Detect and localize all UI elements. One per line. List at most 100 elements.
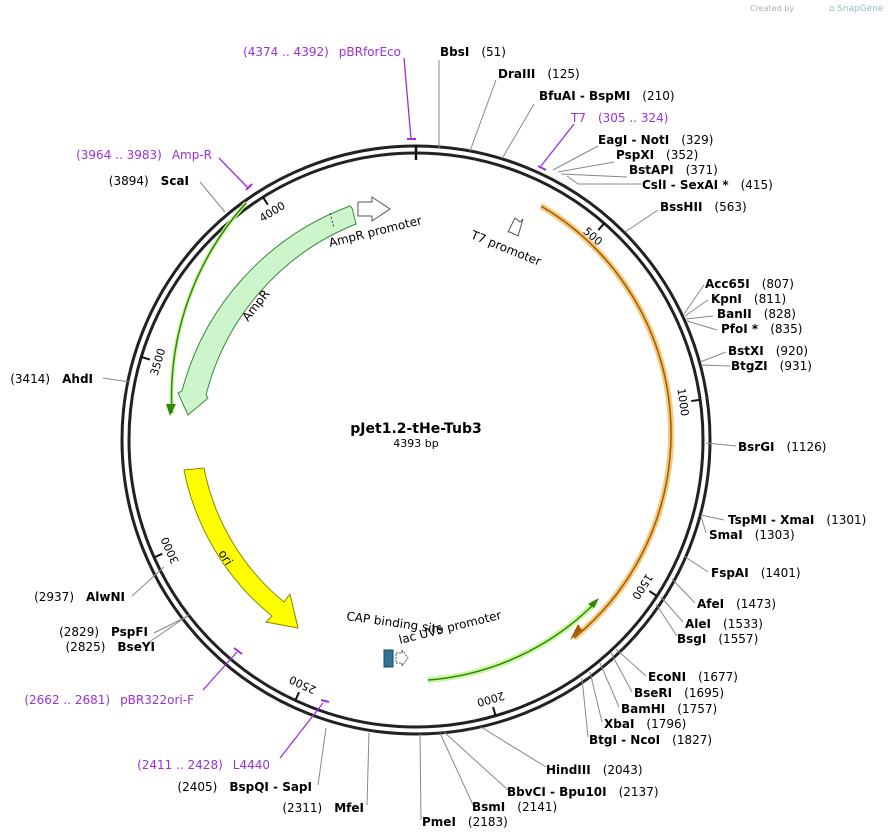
enzyme-position: (1126) (787, 440, 827, 454)
tick-label: 3500 (148, 347, 169, 378)
svg-text:FspAI(1401): FspAI(1401) (711, 566, 801, 580)
primer-labels: (4374 .. 4392) pBRforEco T7(305 .. 324) (… (24, 45, 668, 772)
primer-name: T7 (570, 111, 586, 125)
svg-text:SmaI(1303): SmaI (1303) (709, 528, 795, 542)
enzyme-position: (2141) (517, 800, 557, 814)
primer-range: (3964 .. 3983) (76, 148, 162, 162)
svg-text:PmeI(2183): PmeI (2183) (422, 815, 508, 829)
enzyme-name: DraIII (498, 67, 535, 81)
enzyme-name: BtgZI (731, 359, 768, 373)
svg-text:(2411 .. 2428)L4440: (2411 .. 2428)L4440 (137, 758, 270, 772)
enzyme-position: (1796) (646, 717, 686, 731)
enzyme-name: AfeI (697, 597, 724, 611)
enzyme-name: PspXI (616, 148, 654, 162)
amp-outer-arc-line (170, 202, 247, 414)
enzyme-position: (1401) (761, 566, 801, 580)
ori-feature (183, 467, 299, 629)
enzyme-position: (1827) (672, 733, 712, 747)
svg-text:KpnI(811): KpnI(811) (711, 292, 786, 306)
enzyme-position: (1533) (723, 617, 763, 631)
enzyme-name: HindIII (546, 763, 591, 777)
tick-label: 1000 (674, 387, 691, 417)
enzyme-position: (1303) (755, 528, 795, 542)
enzyme-position: (2183) (468, 815, 508, 829)
enzyme-name: SmaI (709, 528, 743, 542)
amp-outer-head (166, 404, 176, 416)
enzyme-position: (2937) (34, 590, 74, 604)
svg-text:BtgZI(931): BtgZI (931) (731, 359, 812, 373)
enzyme-position: (1757) (677, 702, 717, 716)
enzyme-leaders (102, 60, 737, 821)
plasmid-size: 4393 bp (393, 437, 438, 450)
enzyme-position: (2405) (177, 780, 217, 794)
enzyme-name: BstXI (728, 344, 764, 358)
plasmid-name: pJet1.2-tHe-Tub3 (350, 421, 481, 437)
enzyme-name: BssHII (660, 200, 702, 214)
enzyme-name: CslI - SexAI * (642, 178, 729, 192)
enzyme-position: (3894) (109, 174, 149, 188)
enzyme-name: AhdI (62, 372, 93, 386)
tick-label: 1500 (629, 571, 655, 602)
enzyme-position: (931) (780, 359, 812, 373)
enzyme-position: (2137) (619, 785, 659, 799)
primer-range: (4374 .. 4392) (243, 45, 329, 59)
svg-text:BsmI(2141): BsmI(2141) (472, 800, 557, 814)
enzyme-name: TspMI - XmaI (728, 513, 814, 527)
tick-mark (262, 196, 269, 206)
enzyme-name: BanII (717, 307, 752, 321)
ampr-promoter-arrow (357, 196, 391, 222)
primer-leaders (202, 57, 575, 759)
primer-range: (2411 .. 2428) (137, 758, 223, 772)
enzyme-name: AleI (685, 617, 711, 631)
svg-text:(2937)AlwNI: (2937)AlwNI (34, 590, 125, 604)
enzyme-position: (210) (642, 89, 674, 103)
svg-text:Acc65I(807): Acc65I (807) (705, 277, 794, 291)
svg-text:BamHI(1757): BamHI (1757) (621, 702, 717, 716)
green-arc-line (427, 601, 597, 681)
enzyme-name: ScaI (161, 174, 189, 188)
svg-text:XbaI(1796): XbaI(1796) (604, 717, 686, 731)
svg-text:(2829)PspFI: (2829) PspFI (59, 625, 148, 639)
enzyme-name: BamHI (621, 702, 665, 716)
enzyme-position: (2829) (59, 625, 99, 639)
svg-text:T7(305 .. 324): T7(305 .. 324) (570, 111, 668, 125)
enzyme-name: BstAPI (629, 163, 674, 177)
enzyme-position: (3414) (10, 372, 50, 386)
primer-name: pBRforEco (339, 45, 401, 59)
enzyme-position: (125) (547, 67, 579, 81)
tick-label: 4000 (257, 199, 288, 225)
enzyme-name: Acc65I (705, 277, 750, 291)
insert-arc-line (540, 205, 672, 639)
enzyme-position: (2825) (66, 640, 106, 654)
enzyme-name: BbvCI - Bpu10I (507, 785, 607, 799)
enzyme-position: (807) (762, 277, 794, 291)
svg-text:(3894)ScaI: (3894) ScaI (109, 174, 189, 188)
svg-text:(3964 .. 3983)Amp-R: (3964 .. 3983)Amp-R (76, 148, 212, 162)
enzyme-name: BseYI (117, 640, 155, 654)
primer-name: pBR322ori-F (120, 693, 194, 707)
enzyme-name: PmeI (422, 815, 456, 829)
enzyme-name: BtgI - NcoI (589, 733, 660, 747)
svg-text:EagI - NotI(329): EagI - NotI(329) (598, 133, 713, 147)
enzyme-position: (371) (686, 163, 718, 177)
enzyme-labels: BbsI(51) DraIII(125) BfuAI - BspMI(210) … (10, 45, 866, 829)
enzyme-position: (811) (754, 292, 786, 306)
svg-text:DraIII(125): DraIII (125) (498, 67, 580, 81)
svg-text:AfeI(1473): AfeI(1473) (697, 597, 776, 611)
svg-text:EcoNI(1677): EcoNI(1677) (648, 670, 738, 684)
enzyme-position: (1301) (826, 513, 866, 527)
svg-text:TspMI - XmaI(1301): TspMI - XmaI (1301) (728, 513, 866, 527)
enzyme-name: BbsI (440, 45, 469, 59)
enzyme-name: PspFI (111, 625, 148, 639)
t7-promoter-arrow (507, 217, 524, 237)
enzyme-name: EcoNI (648, 670, 686, 684)
enzyme-name: BspQI - SapI (229, 780, 312, 794)
t7-promoter-label: T7 promoter (468, 227, 543, 268)
enzyme-position: (1695) (684, 686, 724, 700)
svg-text:HindIII(2043): HindIII(2043) (546, 763, 643, 777)
svg-text:(3414)AhdI: (3414) AhdI (10, 372, 93, 386)
enzyme-position: (352) (666, 148, 698, 162)
enzyme-name: BsrGI (738, 440, 775, 454)
svg-text:(2825)BseYI: (2825) BseYI (66, 640, 156, 654)
